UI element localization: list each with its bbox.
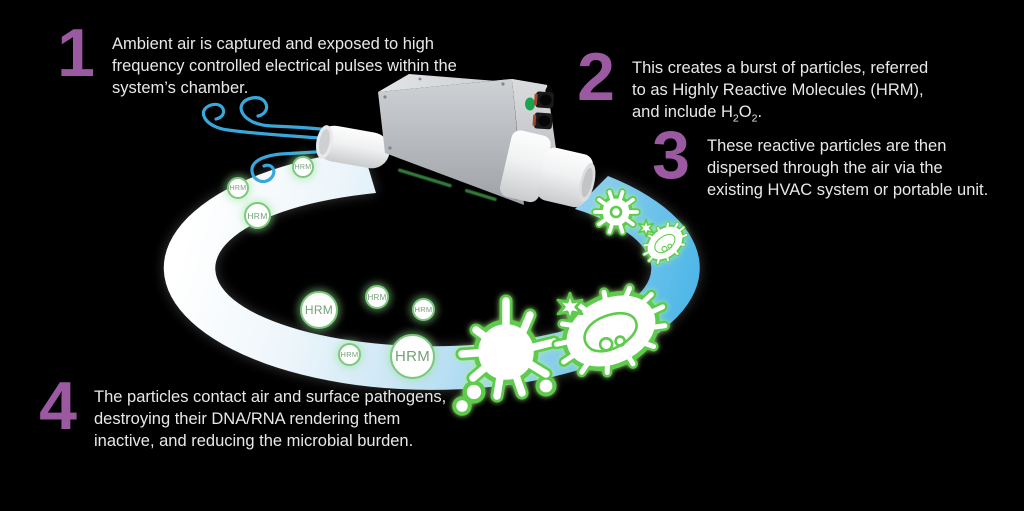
inlet-duct [316, 125, 390, 169]
hrm-particle: HRM [365, 285, 389, 309]
step-3: 3 These reactive particles are then disp… [649, 117, 989, 201]
step-1-text: Ambient air is captured and exposed to h… [112, 35, 457, 97]
step-1-number: 1 [57, 15, 95, 91]
virus-pathogen-icon [595, 192, 637, 232]
step-2-number: 2 [577, 39, 615, 115]
airflow-loop [163, 150, 700, 390]
step-4-text: The particles contact air and surface pa… [94, 388, 447, 450]
step-1: 1 Ambient air is captured and exposed to… [54, 15, 457, 99]
purifier-device [316, 74, 596, 208]
hrm-particle: HRM [390, 334, 435, 379]
power-led-icon [525, 97, 535, 111]
hrm-particle: HRM [412, 298, 435, 321]
pathogens [452, 192, 694, 416]
step-2-text: This creates a burst of particles, refer… [632, 59, 929, 124]
hrm-particle: HRM [244, 202, 271, 229]
h2o2-formula: and include H2O2. [632, 102, 763, 124]
power-connectors [532, 91, 555, 130]
drop-icon [545, 84, 553, 95]
step-4: 4 The particles contact air and surface … [36, 368, 447, 452]
device-front-face [378, 79, 524, 205]
hrm-particle: HRM [292, 156, 314, 178]
hrm-particle: HRM [300, 291, 338, 329]
device-label [398, 168, 497, 202]
outlet-duct [499, 130, 596, 208]
step-3-text: These reactive particles are then disper… [707, 137, 989, 199]
step-2: 2 This creates a burst of particles, ref… [574, 39, 929, 124]
hrm-particle: HRM [227, 177, 249, 199]
splat-pathogen-icon [452, 294, 561, 416]
hrm-particle: HRM [338, 343, 361, 366]
step-3-number: 3 [652, 117, 690, 193]
step-4-number: 4 [39, 368, 77, 444]
